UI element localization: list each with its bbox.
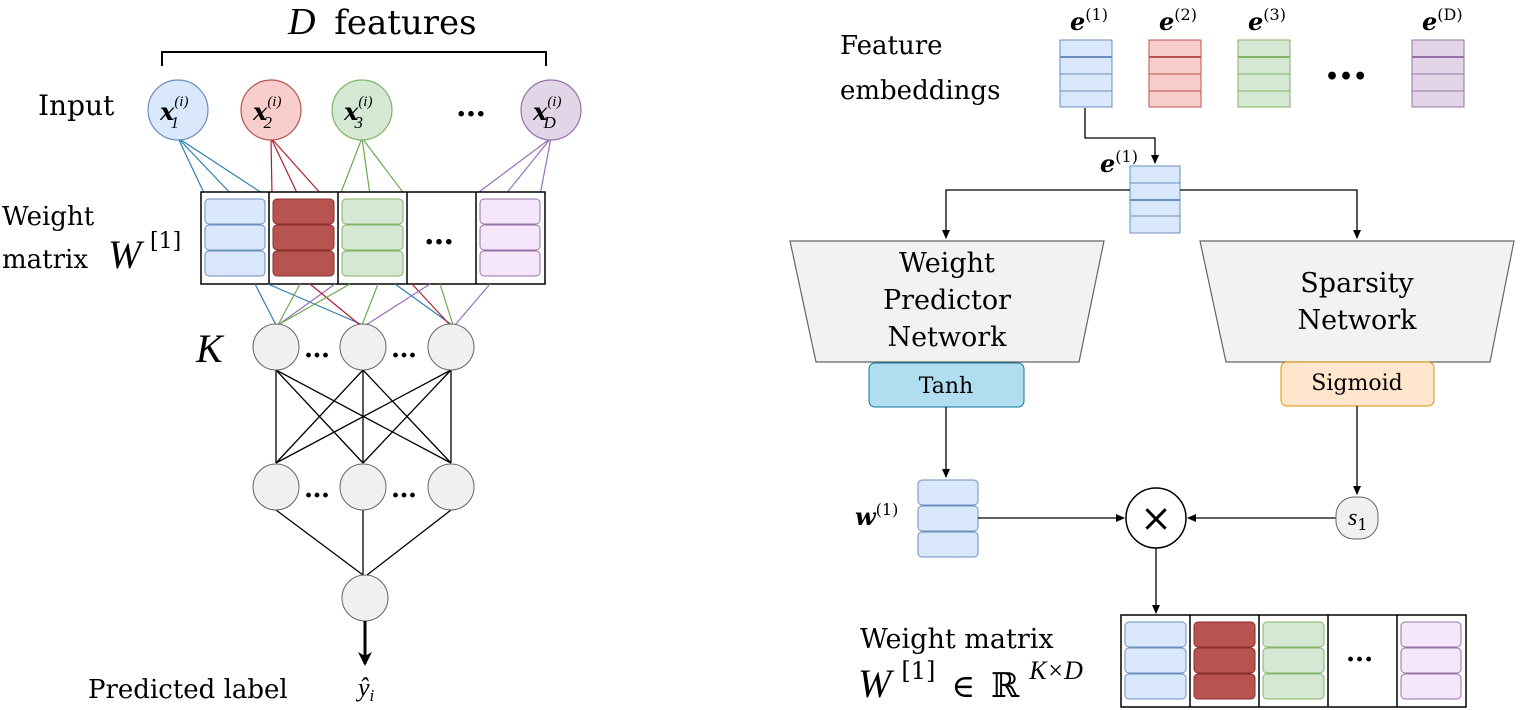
weight-matrix-left: … (200, 191, 546, 285)
wpn-line1: Weight (899, 248, 995, 279)
feature-label-line1: Feature (840, 31, 943, 61)
weight-label-line1: Weight (2, 202, 95, 232)
features-bracket (161, 51, 547, 66)
output-matrix-ellipsis: ··· (1346, 645, 1373, 675)
input-node-label: x(i)1 (159, 94, 188, 132)
hidden2-ellipsis-a: … (304, 474, 330, 504)
output-formula: W [1] ∈ ℝ K×D (858, 643, 1083, 706)
weight-matrix-output: ··· (1120, 614, 1467, 708)
input-nodes: x(i)1 x(i)2 x(i)3 x(i)D (147, 79, 582, 141)
w-vector-block (917, 479, 979, 558)
input-node-label: x(i)2 (252, 94, 281, 132)
matrix-col-green (341, 198, 404, 277)
select-embedding-arrow (1084, 108, 1159, 164)
matrix-col-blue (204, 198, 266, 277)
svg-text:Sigmoid: Sigmoid (1311, 371, 1402, 396)
input-to-matrix-lines (177, 137, 552, 196)
w-vector-label: w(1) (855, 500, 898, 531)
hidden-layer-2: … … (252, 463, 475, 511)
sparsity-network: Sparsity Network (1199, 240, 1515, 363)
feature-embeddings: e(1) e(2) e(3) e(D) (1059, 5, 1465, 108)
selected-embedding-label: e(1) (1100, 147, 1138, 178)
embedding-1: e(1) (1059, 5, 1113, 108)
k-label: K (195, 326, 225, 371)
sn-line1: Sparsity (1300, 268, 1414, 299)
input-node-3: x(i)3 (331, 79, 393, 141)
y-hat: ŷi (355, 673, 375, 705)
output-col-blue (1124, 621, 1187, 700)
hidden2-ellipsis-b: … (391, 474, 417, 504)
sigmoid-box: Sigmoid (1280, 361, 1435, 407)
hidden-connections (275, 369, 452, 576)
weight-predictor-network: Weight Predictor Network (789, 240, 1105, 363)
embedding-4: e(D) (1411, 5, 1465, 108)
embedding-label: e(D) (1422, 5, 1463, 36)
embedding-3: e(3) (1237, 5, 1291, 108)
branch-arrow-right (1180, 189, 1361, 239)
input-node-label: x(i)D (532, 94, 561, 132)
multiply-node: × (1125, 487, 1187, 549)
wpn-line3: Network (887, 322, 1007, 353)
output-label-line1: Weight matrix (860, 624, 1054, 655)
embedding-label: e(3) (1248, 5, 1286, 36)
matrix-ellipsis: … (424, 217, 454, 252)
input-node-2: x(i)2 (240, 79, 302, 141)
matrix-col-purple (479, 198, 541, 277)
s1-node: s1 (1335, 496, 1379, 540)
hidden1-ellipsis-a: … (304, 334, 330, 364)
matrix-col-red (272, 198, 335, 277)
feature-label-line2: embeddings (840, 76, 1000, 106)
hidden1-ellipsis-b: … (391, 334, 417, 364)
left-panel: D features Input x(i)1 x(i)2 x(i)3 x(i)D … … (2, 1, 582, 705)
svg-text:s1: s1 (1348, 505, 1368, 534)
input-ellipsis: … (456, 89, 486, 124)
weight-label-line2: matrix (2, 245, 88, 275)
embedding-2: e(2) (1148, 5, 1202, 108)
features-title: D features (287, 1, 477, 43)
input-node-label: x(i)3 (343, 94, 372, 132)
output-col-red (1193, 621, 1256, 700)
tanh-box: Tanh (868, 362, 1025, 408)
embedding-ellipsis: ••• (1325, 64, 1367, 90)
right-panel: Feature embeddings e(1)e(2)e(3)e(D) ••• … (789, 5, 1515, 708)
input-label: Input (38, 89, 115, 122)
wpn-line2: Predictor (883, 285, 1011, 316)
selected-embedding-block (1129, 165, 1181, 234)
matrix-to-hidden-lines (254, 283, 491, 326)
output-node (341, 574, 389, 622)
input-node-4: x(i)D (520, 79, 582, 141)
branch-arrow-left (942, 189, 1130, 239)
svg-text:Tanh: Tanh (919, 374, 973, 399)
output-col-green (1262, 621, 1325, 700)
hidden-layer-1: … … (252, 323, 475, 371)
sn-line2: Network (1297, 305, 1417, 336)
weight-sup: [1] (150, 229, 181, 254)
predicted-label: Predicted label (88, 675, 288, 705)
input-node-1: x(i)1 (147, 79, 209, 141)
svg-text:×: × (1140, 496, 1172, 540)
embedding-label: e(2) (1159, 5, 1197, 36)
output-col-purple (1400, 621, 1462, 700)
weight-symbol: W (108, 232, 145, 277)
embedding-label: e(1) (1070, 5, 1108, 36)
